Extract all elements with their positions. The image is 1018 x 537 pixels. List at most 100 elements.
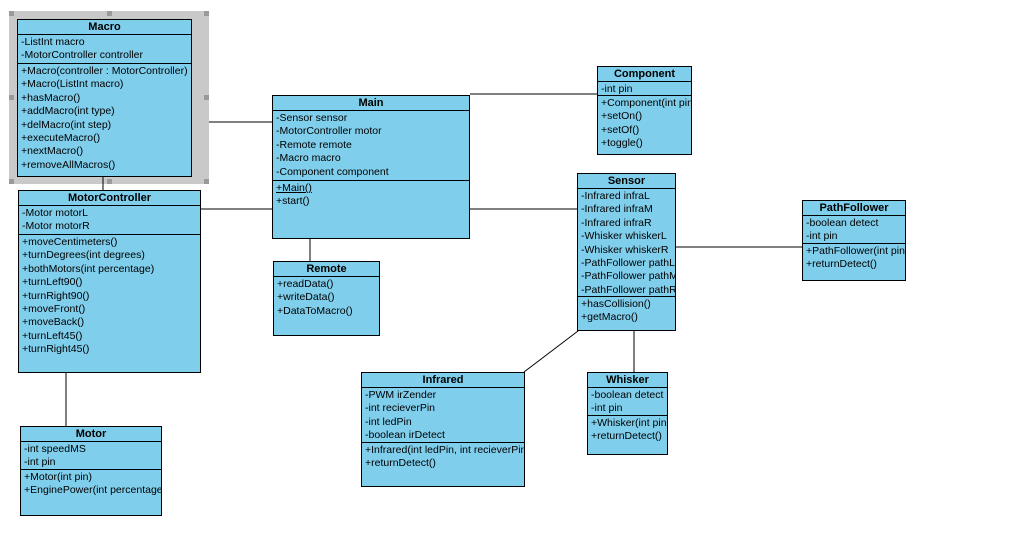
class-title: Component — [598, 67, 691, 82]
class-attribute: -int ledPin — [365, 415, 412, 428]
class-method: +moveCentimeters() — [22, 236, 118, 248]
class-methods-compartment: +Whisker(int pin)+returnDetect() — [588, 416, 667, 444]
class-method: +turnDegrees(int degrees) — [22, 249, 145, 262]
class-attributes-compartment: -Infrared infraL-Infrared infraM-Infrare… — [578, 189, 675, 297]
class-method: +moveFront() — [22, 303, 86, 316]
class-attributes-compartment: -ListInt macro-MotorController controlle… — [18, 35, 191, 64]
class-method: +returnDetect() — [591, 430, 662, 443]
class-method: +returnDetect() — [806, 258, 877, 271]
class-attribute: -boolean detect — [591, 389, 664, 401]
class-attribute: -PathFollower pathR — [581, 283, 675, 296]
class-title: Macro — [18, 20, 191, 35]
selection-handle[interactable] — [204, 11, 209, 16]
class-method: +Infrared(int ledPin, int recieverPin) — [365, 444, 524, 456]
class-method: +removeAllMacros() — [21, 158, 116, 171]
class-method: +DataToMacro() — [277, 304, 353, 317]
class-attribute: -Component component — [276, 165, 389, 178]
class-method: +setOf() — [601, 123, 640, 136]
class-attribute: -int pin — [24, 456, 56, 469]
class-method: +Motor(int pin) — [24, 471, 92, 483]
class-attributes-compartment: -Sensor sensor-MotorController motor-Rem… — [273, 111, 469, 181]
class-attributes-compartment: -Motor motorL-Motor motorR — [19, 206, 200, 235]
class-methods-compartment: +Infrared(int ledPin, int recieverPin)+r… — [362, 443, 524, 471]
class-box-sensor[interactable]: Sensor-Infrared infraL-Infrared infraM-I… — [577, 173, 676, 331]
class-attribute: -PWM irZender — [365, 389, 437, 401]
class-methods-compartment: +moveCentimeters()+turnDegrees(int degre… — [19, 235, 200, 357]
class-methods-compartment: +Component(int pin)+setOn()+setOf()+togg… — [598, 96, 691, 151]
selection-handle[interactable] — [204, 95, 209, 100]
class-method: +start() — [276, 195, 310, 208]
class-methods-compartment: +readData()+writeData()+DataToMacro() — [274, 277, 379, 318]
class-method: +toggle() — [601, 137, 643, 150]
class-attribute: -Whisker whiskerL — [581, 230, 667, 243]
class-method: +turnLeft45() — [22, 329, 83, 342]
class-methods-compartment: +hasCollision()+getMacro() — [578, 297, 675, 325]
class-attributes-compartment: -int pin — [598, 82, 691, 96]
class-method: +Component(int pin) — [601, 97, 691, 109]
class-title: Main — [273, 96, 469, 111]
class-method: +PathFollower(int pin) — [806, 245, 905, 257]
class-box-macro[interactable]: Macro-ListInt macro-MotorController cont… — [17, 19, 192, 177]
class-attribute: -int pin — [601, 83, 633, 95]
class-attribute: -MotorController controller — [21, 49, 143, 62]
class-attribute: -Infrared infraR — [581, 216, 652, 229]
class-attributes-compartment: -boolean detect-int pin — [803, 216, 905, 244]
class-box-motor[interactable]: Motor-int speedMS-int pin+Motor(int pin)… — [20, 426, 162, 516]
class-attribute: -int pin — [591, 402, 623, 415]
selection-handle[interactable] — [9, 95, 14, 100]
class-method: +hasMacro() — [21, 91, 81, 104]
class-attribute: -PathFollower pathM — [581, 270, 675, 283]
class-method: +Macro(ListInt macro) — [21, 78, 124, 91]
relation-line-sensor-infrared[interactable] — [523, 330, 579, 373]
class-attribute: -int recieverPin — [365, 402, 436, 415]
class-title: Motor — [21, 427, 161, 442]
selection-handle[interactable] — [107, 179, 112, 184]
class-attribute: -ListInt macro — [21, 36, 85, 48]
class-attribute: -Motor motorL — [22, 207, 88, 219]
class-method: +writeData() — [277, 291, 335, 304]
class-attribute: -Sensor sensor — [276, 112, 348, 124]
class-attribute: -Remote remote — [276, 138, 352, 151]
class-method: +setOn() — [601, 110, 643, 123]
class-method: +hasCollision() — [581, 298, 651, 310]
class-method: +Macro(controller : MotorController) — [21, 65, 188, 77]
selection-handle[interactable] — [107, 11, 112, 16]
class-box-infrared[interactable]: Infrared-PWM irZender-int recieverPin-in… — [361, 372, 525, 487]
class-method: +moveBack() — [22, 316, 85, 329]
class-method: +EnginePower(int percentage) — [24, 484, 161, 497]
class-box-component[interactable]: Component-int pin+Component(int pin)+set… — [597, 66, 692, 155]
class-method: +executeMacro() — [21, 132, 101, 145]
class-attribute: -Whisker whiskerR — [581, 243, 669, 256]
class-attributes-compartment: -PWM irZender-int recieverPin-int ledPin… — [362, 388, 524, 443]
class-methods-compartment: +PathFollower(int pin)+returnDetect() — [803, 244, 905, 272]
class-box-motorcontroller[interactable]: MotorController-Motor motorL-Motor motor… — [18, 190, 201, 373]
class-box-remote[interactable]: Remote+readData()+writeData()+DataToMacr… — [273, 261, 380, 336]
class-method: +bothMotors(int percentage) — [22, 262, 155, 275]
class-box-main[interactable]: Main-Sensor sensor-MotorController motor… — [272, 95, 470, 239]
class-method: +Main() — [276, 182, 312, 194]
class-title: MotorController — [19, 191, 200, 206]
class-attributes-compartment: -boolean detect-int pin — [588, 388, 667, 416]
class-attribute: -int pin — [806, 230, 838, 243]
selection-handle[interactable] — [204, 179, 209, 184]
class-attribute: -MotorController motor — [276, 125, 382, 138]
class-attribute: -Motor motorR — [22, 220, 90, 233]
class-methods-compartment: +Motor(int pin)+EnginePower(int percenta… — [21, 470, 161, 498]
class-box-whisker[interactable]: Whisker-boolean detect-int pin+Whisker(i… — [587, 372, 668, 455]
class-attribute: -int speedMS — [24, 443, 86, 455]
class-method: +delMacro(int step) — [21, 118, 112, 131]
class-attribute: -Infrared infraM — [581, 203, 653, 216]
class-method: +readData() — [277, 278, 334, 290]
class-title: Sensor — [578, 174, 675, 189]
class-box-pathfollower[interactable]: PathFollower-boolean detect-int pin+Path… — [802, 200, 906, 281]
class-title: Remote — [274, 262, 379, 277]
class-attributes-compartment: -int speedMS-int pin — [21, 442, 161, 470]
selection-handle[interactable] — [9, 179, 14, 184]
class-attribute: -PathFollower pathL — [581, 257, 675, 270]
class-method: +returnDetect() — [365, 457, 436, 470]
class-title: PathFollower — [803, 201, 905, 216]
selection-handle[interactable] — [9, 11, 14, 16]
class-method: +turnLeft90() — [22, 276, 83, 289]
